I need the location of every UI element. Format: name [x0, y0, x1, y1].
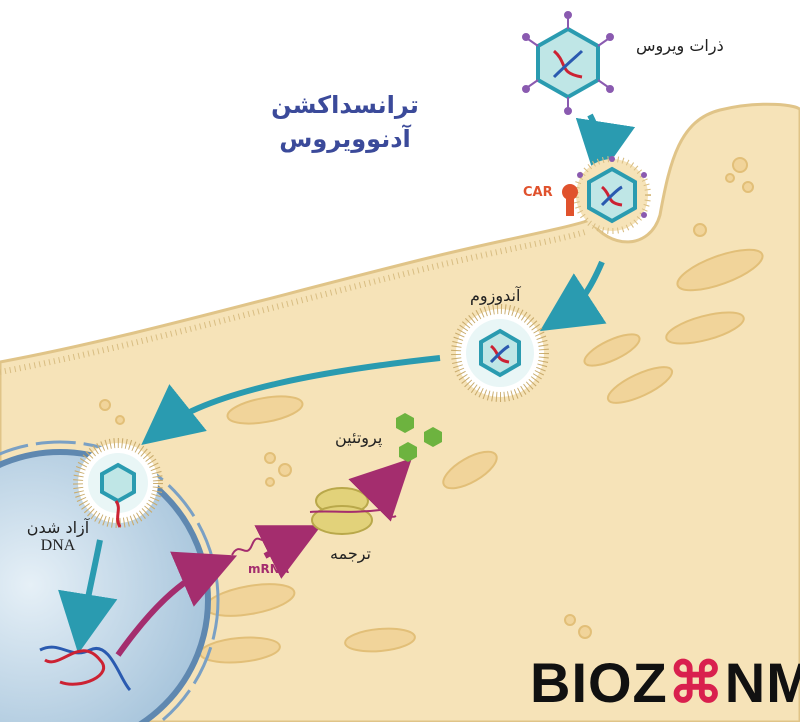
label-translation: ترجمه — [330, 544, 371, 563]
vesicle — [278, 463, 292, 477]
vesicle — [99, 399, 111, 411]
organelle — [344, 627, 416, 653]
protein-molecules — [396, 413, 442, 462]
organelle — [676, 248, 764, 292]
arrow-mrna-to-ribosome — [254, 525, 322, 579]
title-line-2: آدنوویروس — [279, 125, 411, 153]
vesicle — [742, 181, 754, 193]
arrow-translation-to-protein — [348, 458, 412, 522]
label-protein: پروتئین — [335, 428, 383, 447]
arrow-mrna-export — [115, 551, 238, 657]
label-mrna: mRNA — [248, 562, 290, 576]
arrow-membrane-to-endosome — [539, 260, 607, 332]
vesicle — [564, 614, 576, 626]
endosome — [451, 304, 549, 402]
label-virus-particles: ذرات ویروس — [636, 36, 724, 55]
vesicle — [265, 477, 275, 487]
arrow-dna-into-nucleus — [58, 539, 118, 654]
arrow-virus-to-car — [575, 113, 636, 182]
logo-text-part2: NM — [724, 651, 800, 714]
label-dna-release-line2: DNA — [40, 537, 76, 554]
arrow-endosome-to-nucleus — [141, 355, 441, 445]
nuclear-dna — [39, 645, 132, 692]
vesicle — [732, 157, 748, 173]
car-receptor — [562, 184, 578, 216]
organelle — [583, 333, 641, 367]
logo-text-part1: BIOZ — [530, 651, 668, 714]
cell-membrane — [0, 229, 586, 375]
organelle — [226, 395, 304, 425]
vesicle — [693, 223, 707, 237]
vesicle — [578, 625, 592, 639]
virus-at-membrane — [573, 156, 651, 234]
vesicle — [264, 452, 276, 464]
diagram-title: ترانسداکشن آدنوویروس — [250, 88, 440, 156]
biozoom-logo: BIOZ⌘NM — [530, 650, 800, 716]
organelle — [606, 366, 674, 404]
label-dna-release-line1: آزاد شدن — [26, 518, 90, 537]
virus-particle — [522, 11, 614, 115]
organelle — [665, 311, 745, 345]
title-line-1: ترانسداکشن — [271, 91, 419, 119]
label-dna-release: آزاد شدن DNA — [18, 518, 98, 555]
label-car: CAR — [523, 185, 553, 200]
endosome-at-nucleus — [73, 438, 163, 528]
dna-helix-icon: ⌘ — [667, 651, 725, 714]
vesicle — [115, 415, 125, 425]
label-endosome: آندوزوم — [470, 286, 521, 305]
organelle — [442, 450, 498, 490]
vesicle — [725, 173, 735, 183]
